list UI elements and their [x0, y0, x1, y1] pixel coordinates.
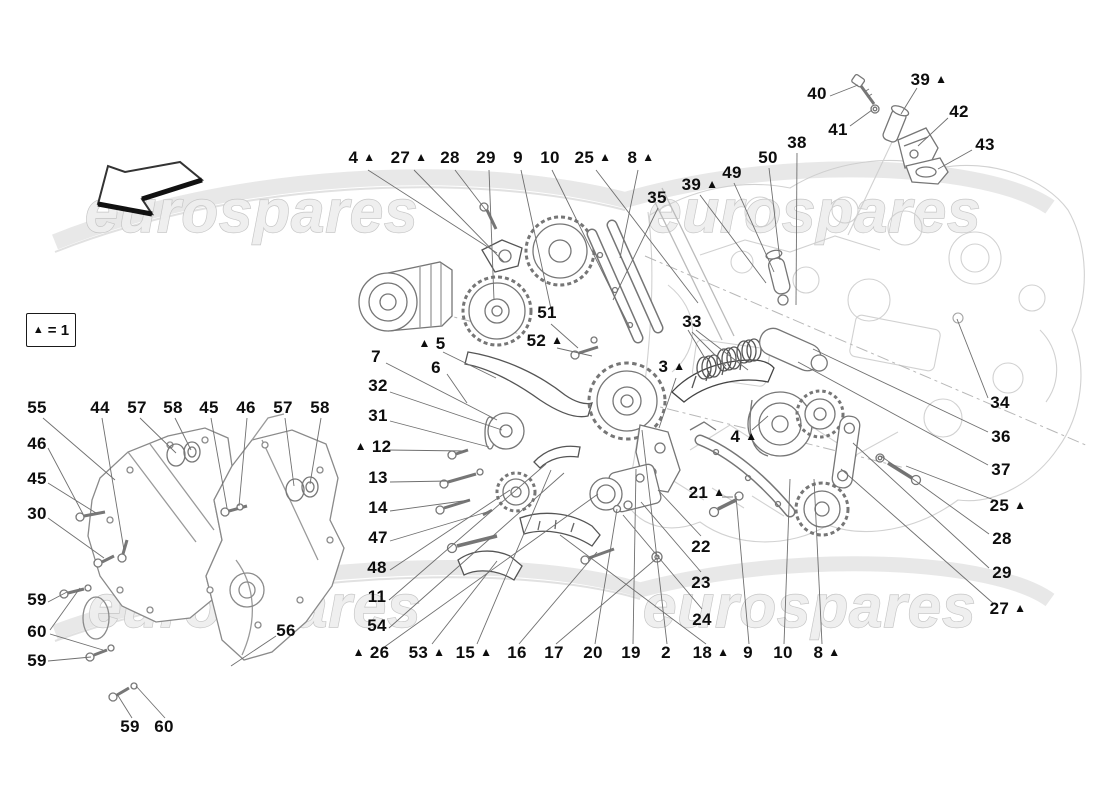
tensioner-body-36 [758, 327, 828, 372]
sprocket-right-upper [795, 389, 845, 439]
pulley [358, 261, 453, 332]
bolt-25-right [875, 453, 922, 486]
rail-lower-right [689, 421, 796, 518]
bolt-21 [708, 491, 744, 518]
idler-31-32 [484, 412, 525, 450]
rail-35 [586, 228, 644, 344]
sprocket-right-lower [794, 481, 850, 537]
piston-38 [765, 249, 791, 295]
legend-box: ▲ = 1 [26, 313, 76, 347]
guide-5 [464, 351, 593, 418]
pad-11 [533, 445, 581, 469]
leader-lines [42, 84, 995, 719]
legend-triangle-icon: ▲ [32, 323, 44, 336]
bolt-51 [570, 336, 599, 360]
washer-41 [870, 104, 880, 114]
rail-10 [606, 219, 664, 334]
sprocket-crank [461, 275, 533, 347]
sprocket-cam [587, 361, 667, 441]
stud-39 [882, 105, 910, 143]
timing-cover-left [59, 413, 345, 702]
bracket-42 [897, 127, 939, 169]
bolt-28 [479, 202, 498, 230]
springs-33 [696, 338, 762, 380]
watermark-text: eurospares [648, 178, 982, 245]
sprocket-oil-pump [495, 471, 537, 513]
timing-chain-assembly [358, 73, 949, 581]
stud-47 [482, 508, 493, 517]
tensioner-pad-3 [671, 359, 775, 403]
legend-text: = 1 [47, 321, 70, 339]
tensioner-arm [831, 415, 861, 489]
bolt-12 [447, 448, 469, 460]
direction-arrow [96, 160, 205, 217]
bolt-14 [435, 498, 471, 515]
sprocket-upper [481, 215, 596, 287]
oil-pump-body [589, 463, 662, 513]
bolt-13 [439, 468, 484, 489]
watermark-text: eurospares [643, 573, 977, 640]
gasket-43 [905, 157, 949, 185]
bolt-40 [851, 73, 876, 105]
